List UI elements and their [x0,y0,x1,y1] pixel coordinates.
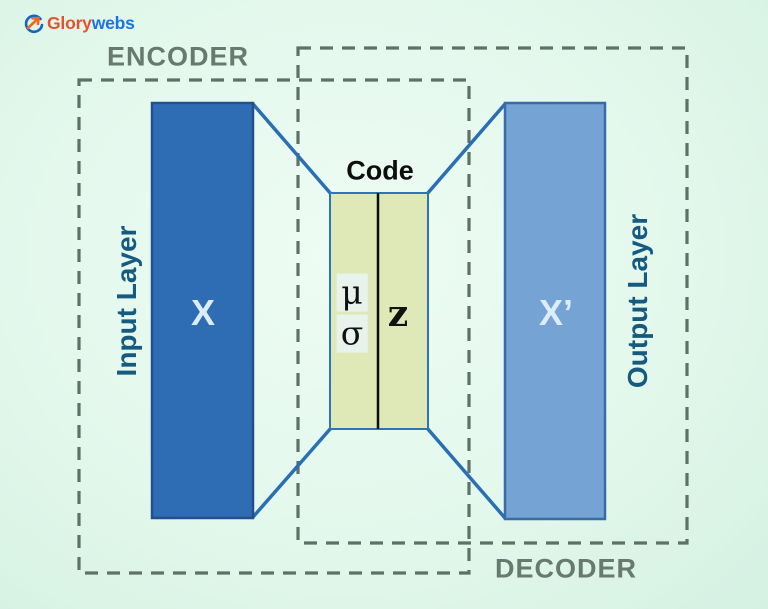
brand-name-first: Glory [47,13,92,33]
input-layer-rect [150,101,255,520]
connector-output-top [425,102,507,196]
output-layer-label: Output Layer [622,213,653,389]
brand-name-second: webs [91,13,135,33]
input-layer-label: Input Layer [111,225,142,377]
output-layer-rect [503,101,607,521]
connector-input-bottom [251,426,333,519]
brand-logo: Glorywebs [23,13,135,34]
glorywebs-logo-icon [24,14,44,34]
mu-symbol: μ [336,273,368,312]
decoder-dashed-box [296,46,689,545]
decoder-label: DECODER [494,553,638,584]
encoder-label: ENCODER [106,41,250,72]
latent-mu-sigma: μ σ [336,273,368,353]
code-label: Code [346,155,414,186]
input-symbol-x: X [190,292,216,333]
z-symbol: z [387,293,409,335]
connector-output-bottom [425,426,507,520]
sigma-symbol: σ [336,314,368,353]
output-symbol-x-prime: X’ [538,292,574,333]
brand-name: Glorywebs [47,13,135,34]
encoder-dashed-box [77,78,471,575]
connector-input-top [251,102,333,196]
